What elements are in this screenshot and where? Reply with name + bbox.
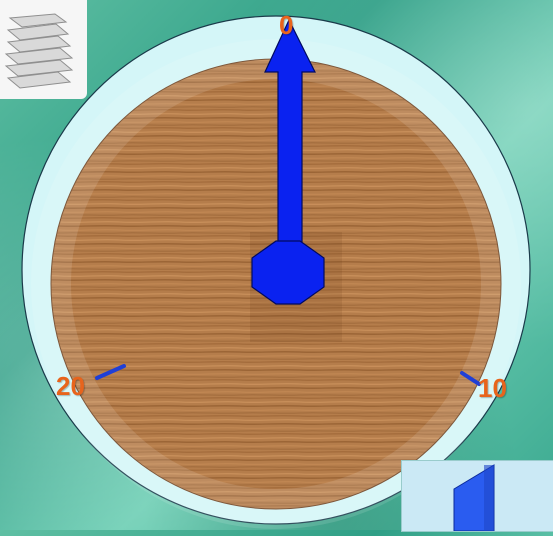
- dial-label-10: 10: [478, 373, 507, 404]
- dial-label-0: 0: [279, 10, 293, 41]
- dial-label-20: 20: [56, 371, 85, 402]
- triangle-icon: [402, 461, 553, 531]
- needle-hub: [252, 241, 324, 304]
- corner-panel: [401, 460, 553, 532]
